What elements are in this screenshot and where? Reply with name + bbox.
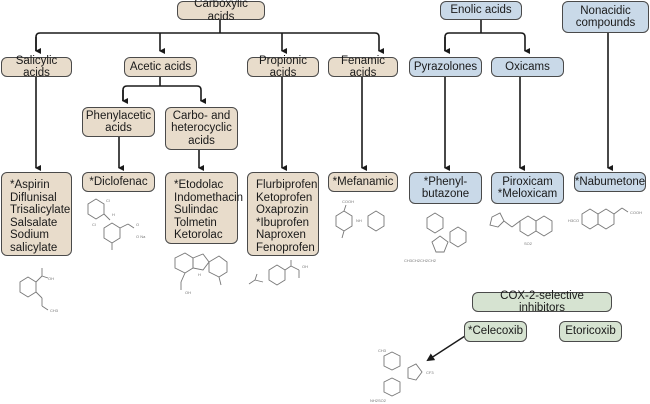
svg-text:CH3: CH3 <box>378 348 387 353</box>
structure-nabumetone: H3CO COOH <box>568 207 642 230</box>
structure-celecoxib: CH3 CF3 NH2SO2 <box>370 348 434 403</box>
cox2-drug-etoricoxib: Etoricoxib <box>559 321 622 342</box>
svg-text:CH3: CH3 <box>50 308 59 313</box>
svg-text:H: H <box>112 212 115 217</box>
cox2-selective-inhibitors-title: COX-2-selective inhibitors <box>472 290 612 314</box>
svg-text:NH2SO2: NH2SO2 <box>370 398 387 403</box>
connector-celecoxib-structure <box>426 335 466 362</box>
structure-meloxicam: SO2 <box>489 212 553 246</box>
svg-text:OH: OH <box>48 276 54 281</box>
drugs-carbo-heterocyclic: *Etodolac Indomethacin Sulindac Tolmetin… <box>165 172 243 244</box>
svg-text:COOH: COOH <box>630 210 642 215</box>
structure-aspirin: OH CH3 <box>19 268 59 313</box>
drugs-fenamic: *Mefanamic <box>328 172 398 192</box>
subclass-phenylacetic-acids: Phenylacetic acids <box>82 107 155 137</box>
svg-text:NH: NH <box>356 218 362 223</box>
subclass-pyrazolones: Pyrazolones <box>409 57 482 77</box>
structure-ibuprofen: OH <box>248 260 308 286</box>
svg-text:O: O <box>136 222 139 227</box>
svg-text:Cl: Cl <box>106 198 110 203</box>
subclass-propionic-acids: Propionic acids <box>247 55 319 79</box>
connector-acetic-bar <box>122 85 206 104</box>
group-nonacidic-compounds: Nonacidic compounds <box>562 1 649 33</box>
connector-carboxylic-bar <box>35 32 384 54</box>
subclass-fenamic-acids: Fenamic acids <box>328 55 398 79</box>
subclass-oxicams: Oxicams <box>491 57 564 77</box>
svg-text:COOH: COOH <box>342 199 354 204</box>
svg-text:CF3: CF3 <box>426 370 434 375</box>
svg-text:Cl: Cl <box>92 222 96 227</box>
structure-mefanamic: COOH NH <box>335 199 385 239</box>
group-enolic-acids: Enolic acids <box>440 1 522 20</box>
subclass-acetic-acids: Acetic acids <box>124 57 197 77</box>
svg-text:SO2: SO2 <box>524 241 533 246</box>
svg-text:OH: OH <box>185 290 191 295</box>
drugs-phenylacetic: *Diclofenac <box>82 172 155 192</box>
svg-text:H: H <box>198 272 201 277</box>
structure-etodolac: H OH <box>174 252 228 295</box>
connector-enolic-bar <box>444 32 530 54</box>
group-carboxylic-acids: Carboxylic acids <box>177 0 265 23</box>
svg-text:CH3CH2CH2CH2: CH3CH2CH2CH2 <box>404 258 437 263</box>
drugs-salicylic: *Aspirin Diflunisal Trisalicylate Salsal… <box>1 172 72 256</box>
structure-phenylbutazone: CH3CH2CH2CH2 <box>404 212 467 263</box>
subclass-carbo-heterocyclic-acids: Carbo- and heterocyclic acids <box>165 107 238 150</box>
drugs-propionic: Flurbiprofen Ketoprofen Oxaprozin *Ibupr… <box>247 172 319 256</box>
svg-text:OH: OH <box>302 264 308 269</box>
drugs-oxicams: Piroxicam *Meloxicam <box>491 172 564 204</box>
drugs-pyrazolones: *Phenyl- butazone <box>409 172 482 204</box>
svg-text:H3CO: H3CO <box>568 218 579 223</box>
svg-text:O Na: O Na <box>136 234 146 239</box>
cox2-drug-celecoxib: *Celecoxib <box>464 321 527 342</box>
subclass-salicylic-acids: Salicylic acids <box>1 55 72 79</box>
drugs-nonacidic: *Nabumetone <box>574 172 646 192</box>
